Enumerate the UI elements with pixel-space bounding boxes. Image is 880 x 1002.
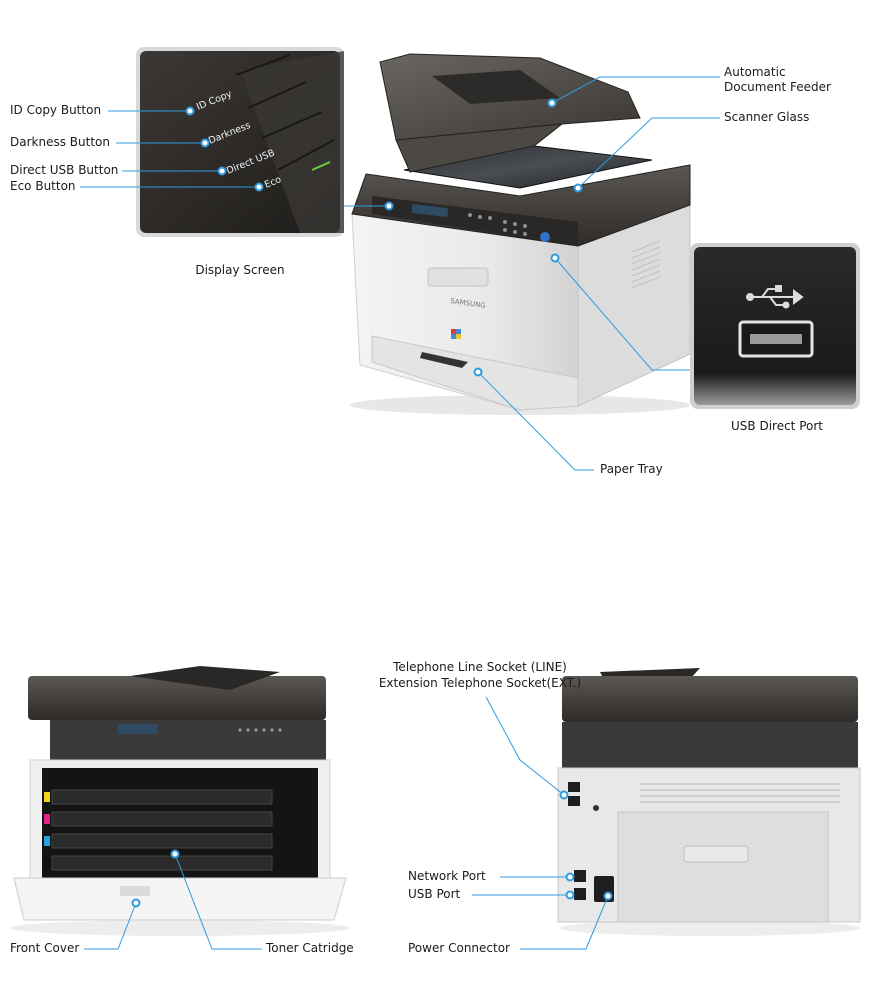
label-darkness-button: Darkness Button	[10, 135, 110, 149]
callout-lines	[80, 76, 720, 950]
front-cover[interactable]	[13, 877, 347, 921]
label-eco-button: Eco Button	[10, 179, 76, 193]
label-usb-port: USB Port	[408, 887, 461, 901]
label-extension-telephone-socket: Extension Telephone Socket(EXT.)	[378, 676, 582, 690]
panel-inset: ID Copy Darkness Direct USB Eco	[136, 47, 344, 237]
label-id-copy-button: ID Copy Button	[10, 103, 102, 117]
label-network-port: Network Port	[408, 869, 486, 883]
label-adf-line1: Automatic	[724, 65, 786, 79]
network-port[interactable]	[574, 870, 586, 882]
label-telephone-line-socket: Telephone Line Socket (LINE)	[393, 660, 567, 674]
label-display-screen: Display Screen	[195, 263, 285, 277]
open-printer	[10, 666, 350, 936]
label-direct-usb-button: Direct USB Button	[10, 163, 119, 177]
toner-cartridges[interactable]	[44, 789, 273, 871]
back-printer	[557, 668, 861, 936]
label-scanner-glass: Scanner Glass	[724, 110, 810, 124]
label-adf-line2: Document Feeder	[724, 80, 831, 94]
usb-icon	[746, 285, 804, 309]
label-power-connector: Power Connector	[408, 941, 510, 955]
label-front-cover: Front Cover	[10, 941, 80, 955]
label-paper-tray: Paper Tray	[600, 462, 663, 476]
label-automatic-document-feeder: Automatic Document Feeder	[724, 65, 831, 95]
main-printer: SAMSUNG	[350, 53, 691, 415]
usb-port[interactable]	[574, 888, 586, 900]
usb-inset	[690, 243, 860, 409]
label-toner-cartridge: Toner Catridge	[266, 941, 354, 955]
callout-dots	[131, 98, 613, 908]
label-usb-direct-port: USB Direct Port	[731, 419, 823, 433]
